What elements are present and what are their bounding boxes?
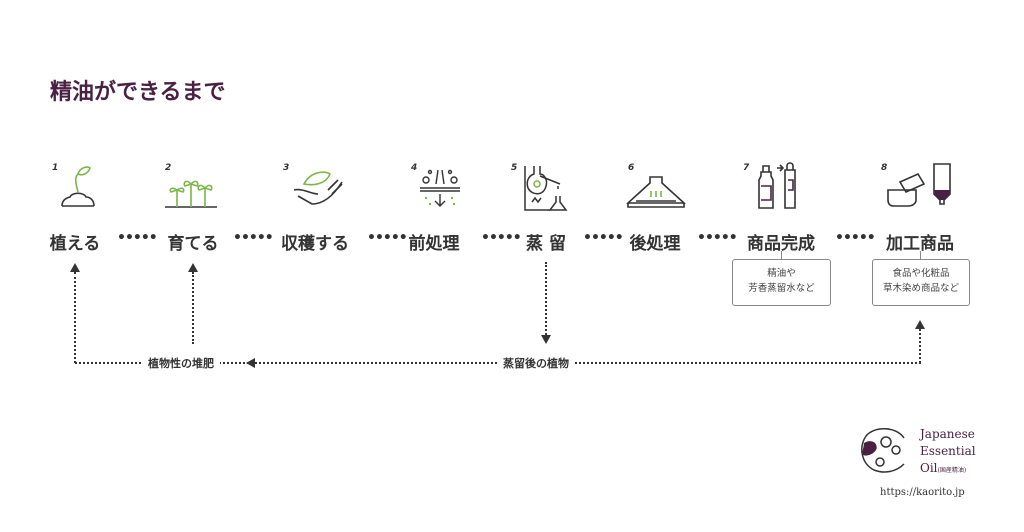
- connector-dots: •••••: [583, 230, 624, 246]
- brand-logo-icon: [861, 428, 905, 473]
- product-note-box: 精油や 芳香蒸留水など: [732, 259, 831, 306]
- step-label-posttreat: 後処理: [629, 234, 681, 254]
- connector-dots: •••••: [233, 230, 274, 246]
- note-line: 精油や: [767, 268, 796, 279]
- arrow-up-icon: [915, 320, 925, 329]
- brand-line: Oil(国産精油): [920, 460, 976, 479]
- cosmetic-products-icon: [887, 163, 951, 207]
- oil-bottles-icon: [758, 162, 796, 209]
- step-label-plant: 植える: [49, 234, 101, 254]
- step-label-pretreat: 前処理: [408, 234, 460, 254]
- step-number: 3: [283, 163, 290, 173]
- flow-line-from-distill: [545, 262, 547, 335]
- connector-dots: •••••: [481, 230, 522, 246]
- sprout-soil-icon: [61, 166, 95, 207]
- step-number: 4: [411, 163, 418, 173]
- harvest-hand-leaf-icon: [293, 171, 343, 205]
- distillation-flask-icon: [524, 166, 568, 211]
- compost-label: 植物性の堆肥: [142, 355, 220, 371]
- brand-sub: (国産精油): [937, 467, 967, 474]
- brand-oil: Oil: [920, 461, 938, 475]
- connector-dots: •••••: [117, 230, 158, 246]
- connector-dots: •••••: [367, 230, 408, 246]
- arrow-up-icon: [188, 263, 198, 272]
- brand-name: Japanese Essential Oil(国産精油): [920, 426, 976, 479]
- flow-line-to-processed: [919, 329, 921, 363]
- step-label-harvest: 収穫する: [281, 234, 349, 254]
- step-number: 5: [511, 163, 518, 173]
- arrow-left-icon: [246, 358, 255, 368]
- note-connector: [781, 251, 782, 260]
- step-number: 2: [165, 163, 172, 173]
- note-line: 芳香蒸留水など: [748, 283, 815, 294]
- seedlings-icon: [165, 180, 217, 208]
- arrow-down-icon: [541, 335, 551, 344]
- brand-line: Japanese: [920, 427, 975, 441]
- step-label-distill: 蒸 留: [526, 234, 566, 254]
- step-label-grow: 育てる: [167, 234, 219, 254]
- arrow-up-icon: [70, 263, 80, 272]
- brand-line: Essential: [920, 444, 976, 458]
- page-title: 精油ができるまで: [50, 80, 226, 105]
- processed-note-box: 食品や化粧品 草木染め商品など: [872, 259, 970, 306]
- connector-dots: •••••: [835, 230, 876, 246]
- step-number: 6: [628, 163, 635, 173]
- website-url[interactable]: https://kaorito.jp: [880, 487, 965, 498]
- step-number: 8: [881, 163, 888, 173]
- step-label-processed: 加工商品: [886, 234, 954, 254]
- flow-line-to-grow: [192, 272, 194, 344]
- note-connector: [920, 251, 921, 260]
- note-line: 草木染め商品など: [882, 283, 959, 294]
- connector-dots: •••••: [697, 230, 738, 246]
- flow-line-to-plant: [74, 272, 76, 363]
- pretreatment-filter-icon: [420, 169, 460, 207]
- step-number: 7: [743, 163, 750, 173]
- residue-label: 蒸留後の植物: [497, 355, 575, 371]
- range-hood-icon: [626, 176, 686, 208]
- note-line: 食品や化粧品: [892, 268, 950, 279]
- step-number: 1: [52, 163, 59, 173]
- step-label-product: 商品完成: [747, 234, 815, 254]
